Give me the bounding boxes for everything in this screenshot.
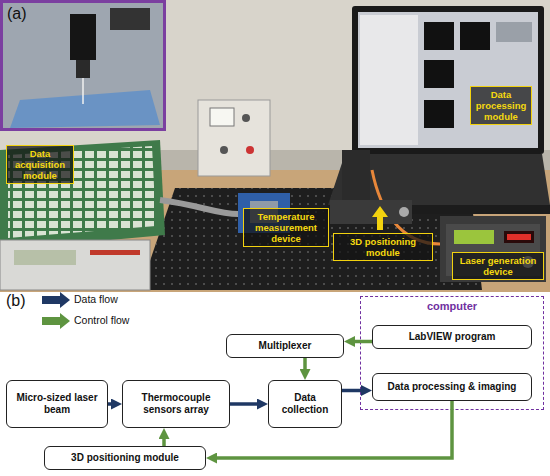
multimeter-strip [90,250,140,255]
relay-array [8,146,156,238]
node-text: Data processing & imaging [388,381,517,393]
screen-image [424,22,454,50]
node-text: 3D positioning module [337,236,429,258]
node-text: Multiplexer [259,340,312,352]
data-flow-arrow [108,402,116,406]
control-flow-arrow [350,340,372,344]
power-supply [198,100,270,176]
process-box: Data collection [268,380,342,428]
callout-box: Data acquisition module [6,145,74,184]
group-box: computerLabVIEW programData processing &… [360,296,544,410]
screen-panel [360,15,418,145]
screen-image [424,60,454,88]
laser-digits [507,234,531,240]
probe-tip [76,60,90,78]
node-text: Data collection [273,392,337,416]
process-box: Multiplexer [226,334,344,358]
probe-clamp [110,8,150,30]
process-box: 3D positioning module [44,446,206,470]
positioning-stage [330,200,412,224]
control-flow-arrow [162,434,166,446]
node-text: LabVIEW program [409,331,496,343]
callout-box: Laser generation device [452,252,544,280]
node-text: Micro-sized laser beam [11,392,103,416]
panel-label: (a) [7,5,27,23]
inset-photo [2,2,165,130]
pointer-arrow [372,206,388,230]
acquisition-board [0,140,165,250]
laser-counter [504,231,534,243]
stage-knob [399,207,409,217]
screen-image [460,22,490,50]
screen-window [496,22,532,42]
legend-text: Data flow [74,293,118,305]
process-box: LabVIEW program [372,325,532,349]
panel-label: (b) [6,292,26,310]
multimeter-display [14,250,76,265]
positioning-column [342,150,370,206]
screen-image [424,100,454,128]
glass-plate [10,90,160,128]
legend-entry: Control flow [74,314,129,327]
supply-meter [210,108,234,126]
laptop-screen [358,12,538,148]
laser-spot-line [82,78,84,104]
multimeter [0,240,150,290]
supply-terminal [246,146,254,154]
node-text: 3D positioning module [71,452,179,464]
callout-box: Temperature measurement device [243,208,329,247]
laser-probe [70,14,96,60]
node-text: computer [361,300,543,313]
callout-box: 3D positioning module [333,233,433,261]
process-box: Thermocouple sensors array [122,380,230,428]
process-box: Data processing & imaging [372,373,532,401]
node-text: Thermocouple sensors array [127,392,225,416]
supply-knob [242,114,250,122]
laptop-bezel [352,6,544,154]
photo-background [0,0,550,292]
control-flow-arrow [303,358,307,374]
control-flow-sample [42,313,70,329]
data-flow-arrow [230,402,262,406]
laser-device [440,216,546,282]
node-text: Temperature measurement device [247,211,325,244]
wall [0,0,550,150]
node-text: Laser generation device [456,255,540,277]
process-box: Micro-sized laser beam [6,380,108,428]
node-text: Data acquisition module [10,148,70,181]
node-text: Data processing module [474,89,528,122]
ribbon-cable [160,200,240,214]
data-flow-arrow [342,389,366,393]
legend-text: Control flow [74,314,129,326]
supply-knob [220,146,228,154]
laser-lcd [454,230,494,244]
legend-entry: Data flow [74,293,118,306]
data-flow-sample [42,292,70,308]
callout-box: Data processing module [470,86,532,125]
